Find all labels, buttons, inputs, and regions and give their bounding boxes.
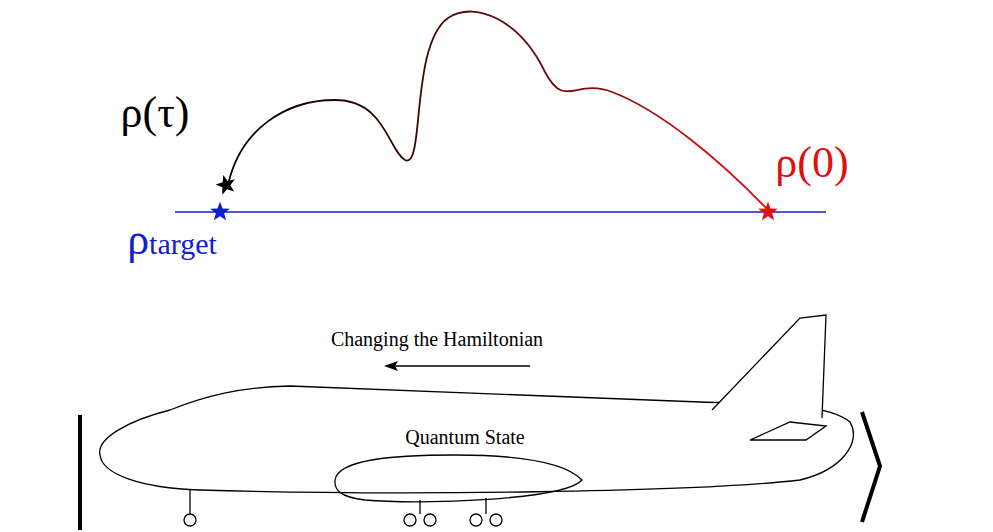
airplane-outline [70,300,900,532]
initial-state-label: ρ(0) [775,139,848,187]
final-star [214,172,238,195]
final-state-label: ρ(τ) [121,89,190,137]
target-star [210,202,230,221]
direction-arrow [392,365,530,366]
airplane-state: Quantum State [70,300,900,532]
arrow-caption: Changing the Hamiltonian [331,328,543,350]
arrow-head [384,361,398,371]
node-text: Quantum State [405,426,524,448]
target-line [175,211,826,213]
target-state-label: ρtarget [127,216,217,264]
state-trajectory [228,12,768,210]
initial-star [758,202,778,221]
